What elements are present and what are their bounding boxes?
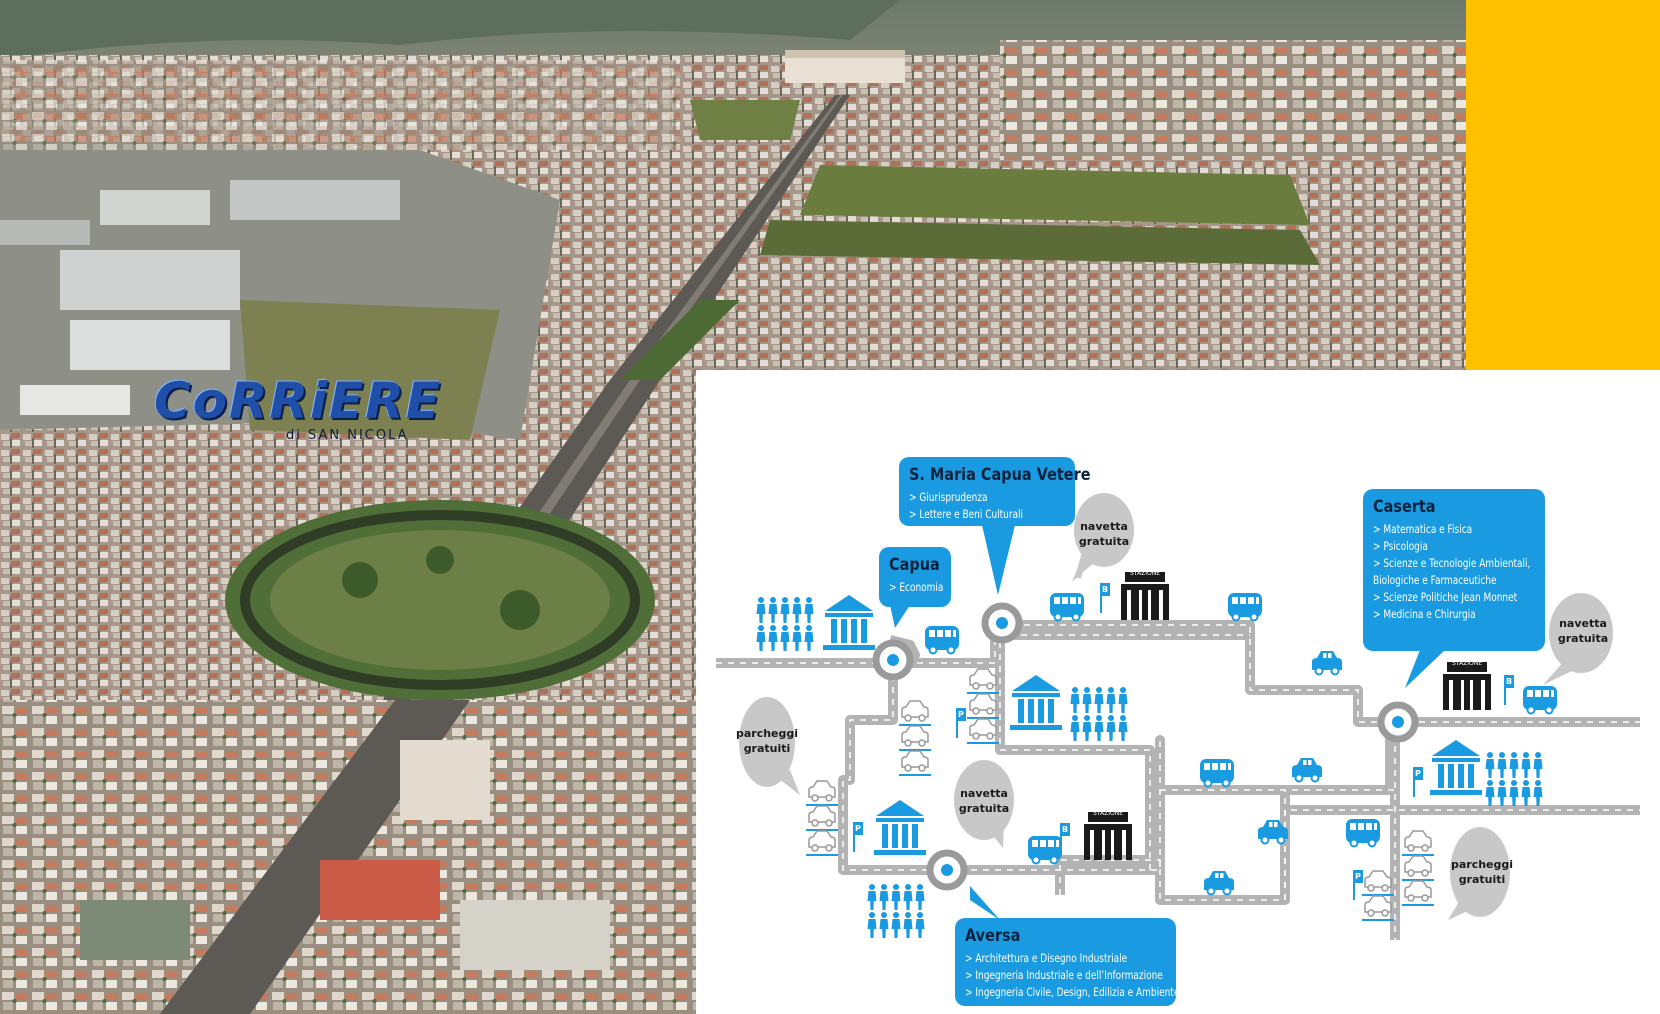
bubble-parcheggi-west: parcheggi gratuiti xyxy=(736,697,800,795)
callout-item: > Psicologia xyxy=(1373,539,1428,553)
callout-item: > Lettere e Beni Culturali xyxy=(909,507,1024,521)
station-caserta: STAZIONE xyxy=(1443,660,1491,710)
car-icon xyxy=(1291,757,1323,783)
parking-sign-icon: P xyxy=(955,707,967,739)
svg-text:B: B xyxy=(1102,585,1108,594)
car-icon xyxy=(1311,650,1343,676)
callout-item: > Giurisprudenza xyxy=(909,490,988,504)
shuttle-bus-icon xyxy=(924,625,960,655)
parking-sign-icon: P xyxy=(1412,766,1424,798)
station-label: STAZIONE xyxy=(1130,570,1160,577)
svg-text:navetta: navetta xyxy=(960,787,1008,800)
callout-capua: Capua > Economia xyxy=(879,547,951,607)
svg-text:parcheggi: parcheggi xyxy=(1451,858,1513,871)
callout-item: > Economia xyxy=(889,580,944,594)
station-label: STAZIONE xyxy=(1452,660,1482,667)
bus-stop-sign-icon: B xyxy=(1059,822,1071,854)
people-group-caserta xyxy=(1485,752,1543,806)
parking-sign-icon: P xyxy=(1352,869,1364,901)
svg-text:B: B xyxy=(1506,677,1512,686)
svg-text:navetta: navetta xyxy=(1080,520,1128,533)
callout-item: > Ingegneria Civile, Design, Edilizia e … xyxy=(965,985,1180,999)
callout-title: Caserta xyxy=(1373,497,1436,517)
university-icon-caserta xyxy=(1430,740,1482,795)
svg-text:gratuita: gratuita xyxy=(959,802,1009,815)
shuttle-bus-icon xyxy=(1227,592,1263,622)
svg-text:P: P xyxy=(855,824,861,833)
logo-subtitle: di SAN NICOLA xyxy=(286,428,409,443)
corriere-logo: CoRRiERE di SAN NICOLA xyxy=(154,372,444,452)
callout-title: Aversa xyxy=(965,926,1021,946)
callout-item: Biologiche e Farmaceutiche xyxy=(1373,573,1497,587)
shuttle-bus-icon xyxy=(1522,685,1558,715)
svg-text:P: P xyxy=(1355,872,1361,881)
infographic-panel xyxy=(696,370,1660,1014)
callout-tail-capua xyxy=(890,605,910,628)
people-group-capua xyxy=(756,597,814,651)
callout-title: S. Maria Capua Vetere xyxy=(909,465,1091,485)
svg-text:parcheggi: parcheggi xyxy=(736,727,798,740)
callout-item: > Ingegneria Industriale e dell’Informaz… xyxy=(965,968,1163,982)
university-icon-aversa xyxy=(874,800,926,855)
callout-aversa: Aversa > Architettura e Disegno Industri… xyxy=(955,918,1180,1006)
people-group-aversa xyxy=(867,884,925,938)
callout-tail-aversa xyxy=(970,886,1000,920)
callout-smcv: S. Maria Capua Vetere > Giurisprudenza >… xyxy=(899,457,1091,526)
logo-title: CoRRiERE xyxy=(154,372,442,430)
bubble-parcheggi-east: parcheggi gratuiti xyxy=(1448,827,1513,920)
svg-text:gratuiti: gratuiti xyxy=(1459,873,1506,886)
callout-tail-smcv xyxy=(982,525,1015,595)
yellow-block xyxy=(1466,0,1660,370)
bubble-navetta-aversa: navetta gratuita xyxy=(954,760,1014,848)
callout-item: > Medicina e Chirurgia xyxy=(1373,607,1476,621)
station-smcv: STAZIONE xyxy=(1121,570,1169,620)
svg-text:P: P xyxy=(1415,769,1421,778)
svg-text:gratuita: gratuita xyxy=(1079,535,1129,548)
node-capua xyxy=(876,643,910,677)
callout-title: Capua xyxy=(889,555,940,575)
station-label: STAZIONE xyxy=(1093,810,1123,817)
station-aversa: STAZIONE xyxy=(1084,810,1132,860)
shuttle-bus-icon xyxy=(1345,818,1381,848)
svg-text:gratuiti: gratuiti xyxy=(744,742,791,755)
node-caserta xyxy=(1381,705,1415,739)
svg-text:navetta: navetta xyxy=(1559,617,1607,630)
people-group-smcv xyxy=(1070,687,1128,741)
bubble-navetta-caserta: navetta gratuita xyxy=(1543,593,1613,685)
callout-caserta: Caserta > Matematica e Fisica > Psicolog… xyxy=(1363,489,1545,651)
callout-tail-caserta xyxy=(1405,650,1445,688)
shuttle-bus-icon xyxy=(1027,835,1063,865)
callout-item: > Architettura e Disegno Industriale xyxy=(965,951,1128,965)
callout-item: > Scienze e Tecnologie Ambientali, xyxy=(1373,556,1531,570)
svg-text:P: P xyxy=(958,710,964,719)
shuttle-bus-icon xyxy=(1199,758,1235,788)
node-smcv xyxy=(985,606,1019,640)
bubble-navetta-smcv: navetta gratuita xyxy=(1072,493,1134,582)
road-dashes xyxy=(716,624,1640,940)
university-icon-capua xyxy=(823,595,875,650)
node-aversa xyxy=(930,853,964,887)
svg-text:B: B xyxy=(1062,825,1068,834)
callout-item: > Matematica e Fisica xyxy=(1373,522,1473,536)
shuttle-bus-icon xyxy=(1049,592,1085,622)
callout-item: > Scienze Politiche Jean Monnet xyxy=(1373,590,1518,604)
parking-sign-icon: P xyxy=(852,821,864,853)
bus-stop-sign-icon: B xyxy=(1099,582,1111,614)
car-icon xyxy=(1203,870,1235,896)
svg-text:gratuita: gratuita xyxy=(1558,632,1608,645)
university-icon-smcv xyxy=(1010,675,1062,730)
bus-stop-sign-icon: B xyxy=(1503,674,1515,706)
